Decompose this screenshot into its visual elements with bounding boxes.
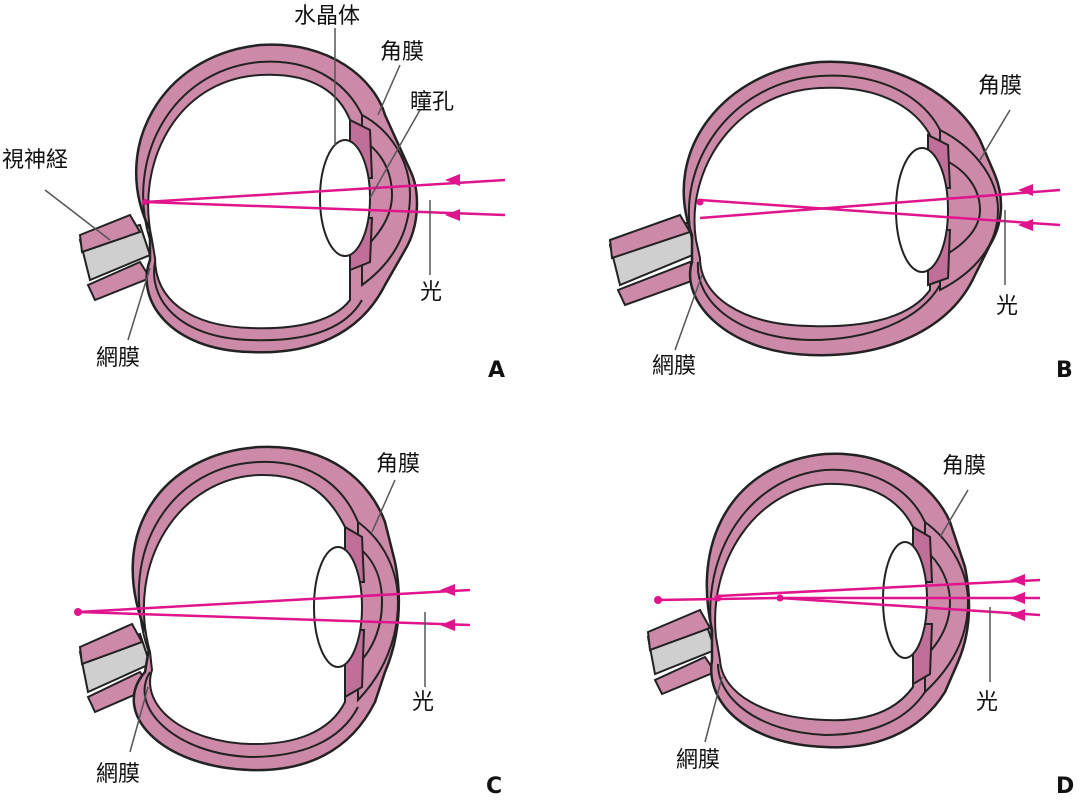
eye-diagram-b bbox=[608, 60, 1061, 357]
ray-lower bbox=[779, 596, 1041, 617]
light-rays-c bbox=[74, 584, 471, 631]
ray-lower bbox=[699, 198, 1061, 227]
label-pupil: 瞳孔 bbox=[410, 90, 455, 115]
ray-upper bbox=[144, 178, 506, 204]
panel-letter: C bbox=[486, 774, 503, 799]
ray-arrow-lower bbox=[440, 619, 455, 631]
panel-a: 視神経 水晶体 角膜 瞳孔 光 網膜 A bbox=[0, 0, 540, 402]
choroid-line bbox=[687, 74, 941, 342]
label-light: 光 bbox=[420, 280, 443, 305]
ray-arrow-lower bbox=[445, 209, 460, 221]
leader-cornea bbox=[371, 479, 396, 533]
label-retina: 網膜 bbox=[96, 346, 141, 371]
leader-retina bbox=[129, 686, 149, 753]
leader-cornea bbox=[939, 489, 969, 538]
label-cornea: 角膜 bbox=[942, 454, 987, 479]
choroid-line bbox=[137, 460, 359, 759]
panel-letter: D bbox=[1056, 774, 1075, 799]
lens-shape bbox=[895, 147, 949, 273]
leader-pupil bbox=[369, 109, 421, 199]
label-cornea: 角膜 bbox=[978, 74, 1023, 99]
ray-upper bbox=[717, 578, 1041, 598]
ray-arrow-upper bbox=[440, 584, 455, 596]
label-light: 光 bbox=[412, 690, 435, 715]
ray-lower bbox=[77, 610, 471, 627]
label-retina: 網膜 bbox=[96, 762, 141, 787]
leader-retina bbox=[704, 676, 723, 743]
ray-lower bbox=[144, 200, 506, 217]
label-retina: 網膜 bbox=[652, 354, 697, 379]
ray-arrow-upper bbox=[1010, 574, 1025, 586]
ray-arrow-lower bbox=[1010, 609, 1025, 621]
leader-lines-a bbox=[44, 28, 431, 341]
lens-shape bbox=[882, 541, 928, 659]
panel-d: 角膜 光 網膜 D bbox=[540, 402, 1080, 804]
lens-shape bbox=[313, 546, 363, 668]
label-lens: 水晶体 bbox=[294, 4, 361, 29]
label-light: 光 bbox=[976, 690, 999, 715]
cornea-shape bbox=[939, 128, 1000, 292]
cornea-shape bbox=[361, 113, 412, 287]
ray-upper bbox=[699, 188, 1061, 220]
optic-nerve-sheath bbox=[78, 622, 144, 666]
focus-point bbox=[142, 199, 148, 205]
label-cornea: 角膜 bbox=[380, 40, 425, 65]
eye-diagram-d bbox=[646, 452, 1041, 749]
eye-diagram-c bbox=[74, 445, 471, 772]
cornea-shape bbox=[924, 520, 970, 695]
leader-optic-nerve bbox=[44, 189, 111, 241]
ray-upper bbox=[77, 588, 471, 614]
light-rays-b bbox=[696, 184, 1061, 231]
focus-point bbox=[696, 198, 704, 206]
label-retina: 網膜 bbox=[676, 748, 721, 773]
cornea-shape bbox=[357, 520, 400, 703]
light-rays-d bbox=[654, 574, 1041, 621]
focus-point bbox=[74, 608, 82, 616]
ray-arrow-middle bbox=[1010, 592, 1025, 604]
leader-lines-b bbox=[674, 109, 1011, 351]
eyeball-a bbox=[78, 43, 419, 354]
label-cornea: 角膜 bbox=[376, 452, 421, 477]
choroid-line bbox=[142, 60, 363, 342]
leader-lines-d bbox=[704, 489, 991, 743]
choroid-line bbox=[709, 468, 926, 737]
label-light: 光 bbox=[996, 294, 1019, 319]
panel-c: 角膜 光 網膜 C bbox=[0, 402, 540, 804]
focus-point-near bbox=[776, 594, 784, 602]
leader-lines-c bbox=[129, 479, 426, 753]
ray-arrow-upper bbox=[445, 174, 460, 186]
eyeball-c bbox=[78, 445, 401, 772]
focus-point-far bbox=[654, 596, 662, 604]
leader-cornea bbox=[377, 64, 401, 116]
light-rays-a bbox=[142, 174, 506, 221]
leader-cornea bbox=[979, 109, 1011, 161]
leader-retina bbox=[127, 267, 151, 341]
panel-b: 角膜 光 網膜 B bbox=[540, 0, 1080, 402]
panel-letter: B bbox=[1056, 358, 1073, 383]
focus-point-retina bbox=[714, 594, 722, 602]
leader-retina bbox=[674, 274, 703, 351]
optic-nerve-sheath bbox=[78, 213, 142, 254]
ray-arrow-lower bbox=[1018, 219, 1033, 231]
lens-shape bbox=[319, 139, 371, 257]
label-optic-nerve: 視神経 bbox=[2, 148, 69, 173]
ray-arrow-upper bbox=[1018, 184, 1033, 196]
eye-diagram-a bbox=[44, 28, 506, 354]
panel-letter: A bbox=[488, 358, 506, 383]
